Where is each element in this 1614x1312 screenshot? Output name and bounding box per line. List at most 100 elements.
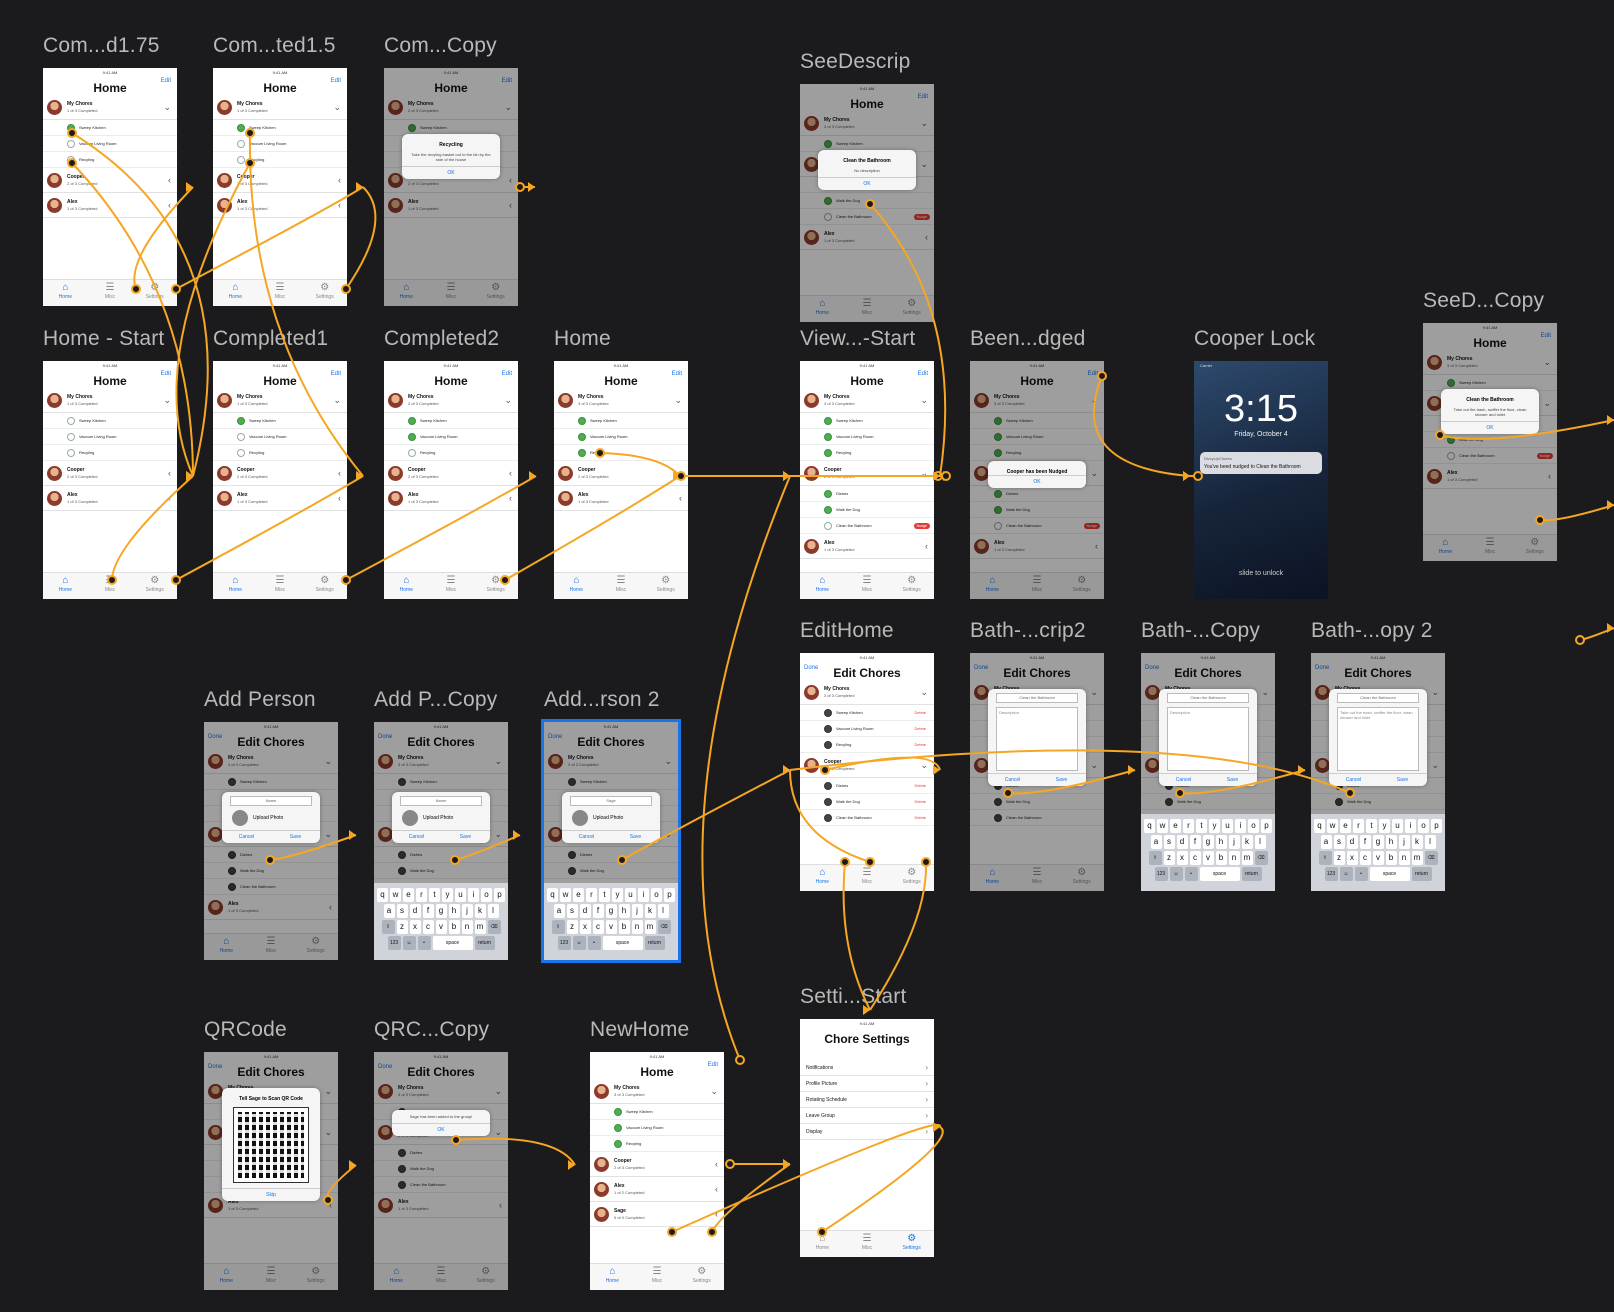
tab-home[interactable]: ⌂Home [800, 1231, 845, 1257]
key[interactable]: j [1398, 835, 1410, 849]
tab-settings[interactable]: ⚙Settings [889, 1231, 934, 1257]
link-hotspot[interactable] [941, 471, 951, 481]
key[interactable]: c [1359, 851, 1371, 865]
tab-settings[interactable]: ⚙Settings [293, 934, 338, 960]
tab-home[interactable]: ⌂Home [800, 573, 845, 599]
key[interactable]: q [1144, 819, 1155, 833]
key[interactable]: e [403, 888, 414, 902]
empty-circle-icon[interactable] [67, 448, 75, 457]
tab-misc[interactable]: ☰Misc [88, 280, 133, 306]
key[interactable]: n [1398, 851, 1410, 865]
space-key[interactable]: space [432, 936, 473, 950]
key[interactable]: l [487, 904, 499, 918]
numbers-key[interactable]: 123 [387, 936, 401, 950]
key[interactable]: c [422, 920, 434, 934]
tab-settings[interactable]: ⚙Settings [1059, 865, 1104, 891]
space-key[interactable]: space [1199, 867, 1240, 881]
edit-button[interactable]: Edit [1540, 333, 1551, 339]
numbers-key[interactable]: 123 [557, 936, 571, 950]
empty-circle-icon[interactable] [824, 212, 832, 221]
checked-circle-icon[interactable] [237, 416, 245, 425]
tab-misc[interactable]: ☰Misc [635, 1264, 680, 1290]
empty-circle-icon[interactable] [67, 416, 75, 425]
upload-photo-button[interactable]: Upload Photo [402, 810, 480, 826]
chore-item[interactable]: Walk the Dog [800, 502, 934, 518]
delete-circle-icon[interactable] [824, 813, 832, 822]
chore-item[interactable]: Dishes [374, 1145, 508, 1161]
checked-circle-icon[interactable] [1447, 378, 1455, 387]
tab-misc[interactable]: ☰Misc [845, 1231, 890, 1257]
shift-key[interactable]: ⇧ [1318, 851, 1332, 865]
chore-item[interactable]: Sweep Kitchen [204, 774, 338, 790]
chore-item[interactable]: Recyling [970, 445, 1104, 461]
shift-key[interactable]: ⇧ [381, 920, 395, 934]
tab-home[interactable]: ⌂Home [374, 1264, 419, 1290]
tab-misc[interactable]: ☰Misc [599, 573, 644, 599]
name-field[interactable]: Name [230, 796, 312, 806]
key[interactable]: g [605, 904, 617, 918]
chore-item[interactable]: Walk the Dog [1423, 432, 1557, 448]
chore-item[interactable]: Recyling [43, 445, 177, 461]
checked-circle-icon[interactable] [824, 448, 832, 457]
key[interactable]: b [618, 920, 630, 934]
chore-item[interactable]: Sweep Kitchen [590, 1104, 724, 1120]
key[interactable]: b [1215, 851, 1227, 865]
chore-item[interactable]: Vaccum Living Room [800, 429, 934, 445]
empty-circle-icon[interactable] [1447, 451, 1455, 460]
artboard-title[interactable]: Been...dged [970, 327, 1086, 350]
key[interactable]: h [448, 904, 460, 918]
key[interactable]: z [566, 920, 578, 934]
chore-item[interactable]: Clean the Bathroom [204, 879, 338, 895]
tab-home[interactable]: ⌂Home [384, 573, 429, 599]
delete-circle-icon[interactable] [398, 1180, 406, 1189]
artboard-title[interactable]: QRCode [204, 1018, 287, 1041]
delete-circle-icon[interactable] [228, 882, 236, 891]
artboard-title[interactable]: Com...d1.75 [43, 34, 160, 57]
artboard-title[interactable]: Completed1 [213, 327, 329, 350]
emoji-key[interactable]: ☺ [1339, 867, 1353, 881]
key[interactable]: h [1385, 835, 1397, 849]
key[interactable]: o [1418, 819, 1429, 833]
edit-button[interactable]: Edit [707, 1062, 718, 1068]
tab-misc[interactable]: ☰Misc [249, 934, 294, 960]
checked-circle-icon[interactable] [824, 489, 832, 498]
link-hotspot[interactable] [1575, 635, 1585, 645]
key[interactable]: l [657, 904, 669, 918]
key[interactable]: r [586, 888, 597, 902]
key[interactable]: q [377, 888, 388, 902]
artboard-title[interactable]: Bath-...Copy [1141, 619, 1261, 642]
chore-item[interactable]: Recyling [43, 152, 177, 168]
chore-item[interactable]: Sweep Kitchen [43, 120, 177, 136]
chore-item[interactable]: Walk the Dog [800, 193, 934, 209]
artboard-title[interactable]: QRC...Copy [374, 1018, 490, 1041]
tab-settings[interactable]: ⚙Settings [293, 1264, 338, 1290]
chore-item[interactable]: Vaccum Living Room [43, 136, 177, 152]
artboard-title[interactable]: Home [554, 327, 611, 350]
artboard-title[interactable]: Bath-...crip2 [970, 619, 1086, 642]
checked-circle-icon[interactable] [994, 416, 1002, 425]
key[interactable]: s [1163, 835, 1175, 849]
tab-home[interactable]: ⌂Home [204, 934, 249, 960]
key[interactable]: y [1379, 819, 1390, 833]
key[interactable]: a [553, 904, 565, 918]
key[interactable]: k [1241, 835, 1253, 849]
delete-circle-icon[interactable] [228, 866, 236, 875]
key[interactable]: m [474, 920, 486, 934]
upload-photo-button[interactable]: Upload Photo [572, 810, 650, 826]
return-key[interactable]: return [474, 936, 495, 950]
delete-circle-icon[interactable] [824, 708, 832, 717]
key[interactable]: m [1411, 851, 1423, 865]
key[interactable]: k [1411, 835, 1423, 849]
key[interactable]: q [1314, 819, 1325, 833]
key[interactable]: p [494, 888, 505, 902]
key[interactable]: j [631, 904, 643, 918]
